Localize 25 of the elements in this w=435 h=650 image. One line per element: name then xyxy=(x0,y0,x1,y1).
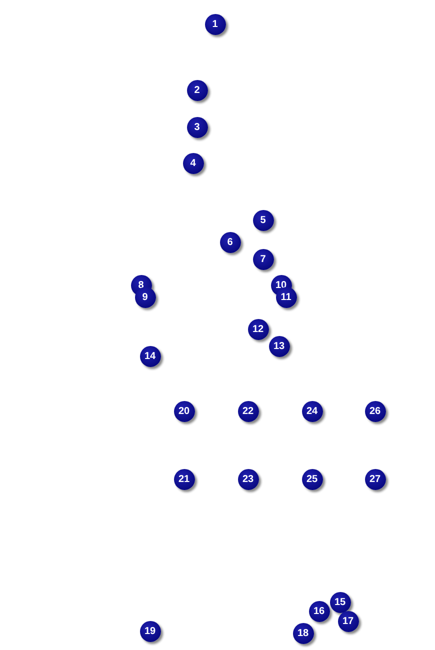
callout-number: 12 xyxy=(248,318,268,340)
callout-number: 6 xyxy=(220,232,240,252)
callout-number: 5 xyxy=(252,210,274,230)
callout-number: 24 xyxy=(302,400,322,422)
callout-number: 26 xyxy=(364,400,386,422)
callout-number: 19 xyxy=(140,620,160,642)
callout-number: 7 xyxy=(252,248,274,270)
callout-number: 4 xyxy=(182,152,204,174)
callout-number: 25 xyxy=(302,468,322,490)
callout-number: 13 xyxy=(268,336,290,356)
callout-number: 22 xyxy=(238,400,258,422)
callout-number: 27 xyxy=(364,468,386,490)
callout-number: 16 xyxy=(308,600,330,622)
callout-number: 3 xyxy=(186,116,208,138)
callout-number: 9 xyxy=(134,286,156,308)
callout-number: 20 xyxy=(174,400,194,422)
callout-number: 1 xyxy=(204,14,226,34)
callout-number: 18 xyxy=(292,622,314,644)
callout-number: 23 xyxy=(238,468,258,490)
callout-number: 21 xyxy=(174,468,194,490)
callout-number: 2 xyxy=(186,80,208,100)
callout-number: 11 xyxy=(276,286,296,308)
callout-number: 17 xyxy=(338,610,358,632)
callout-number: 14 xyxy=(140,346,160,366)
callout-number: 15 xyxy=(330,592,350,612)
